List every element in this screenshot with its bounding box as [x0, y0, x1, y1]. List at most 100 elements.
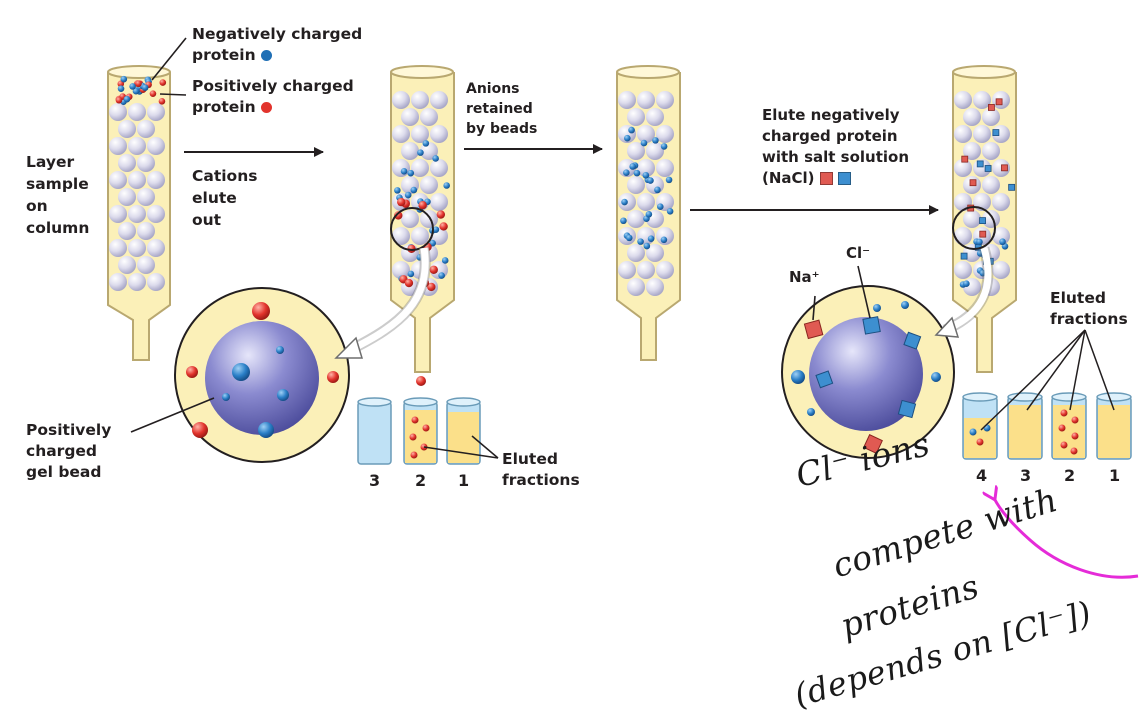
positive-protein [394, 211, 403, 220]
negative-protein [123, 95, 131, 103]
positive-protein [436, 210, 446, 219]
cl-ion-cube [992, 129, 1000, 136]
red-cube-icon [819, 172, 833, 185]
gel-bead [137, 222, 155, 240]
gel-bead [128, 273, 146, 291]
gel-bead [656, 91, 674, 109]
gel-bead [430, 193, 448, 211]
negative-protein [637, 238, 644, 245]
negative-protein [432, 226, 440, 233]
pink-annotation-arrow [994, 498, 1139, 579]
negative-protein [132, 87, 140, 95]
label-positively-charged-protein: Positively charged protein [192, 77, 354, 116]
gel-bead [411, 125, 429, 143]
negative-protein [407, 169, 415, 177]
gel-bead [128, 171, 146, 189]
gel-bead [637, 159, 655, 177]
gel-bead [646, 142, 664, 160]
gel-bead [973, 125, 991, 143]
gel-bead [137, 120, 155, 138]
gel-bead [954, 91, 972, 109]
negative-protein [407, 270, 415, 278]
negative-protein [417, 149, 424, 156]
negative-protein [642, 171, 650, 179]
negative-protein [410, 186, 418, 194]
gel-bead [973, 91, 991, 109]
gel-bead [627, 278, 645, 296]
gel-bead [992, 159, 1010, 177]
gel-bead [627, 244, 645, 262]
gel-bead [109, 171, 127, 189]
gel-bead [954, 227, 972, 245]
cl-ion-cube [976, 160, 984, 168]
negative-protein [656, 203, 664, 211]
gel-bead [420, 142, 438, 160]
negative-protein [432, 155, 439, 162]
negative-protein [624, 134, 631, 142]
gel-bead [118, 256, 136, 274]
negative-protein [645, 211, 653, 218]
gel-bead [637, 125, 655, 143]
gel-bead [411, 91, 429, 109]
label-elute-negatively: Elute negatively charged protein with sa… [762, 106, 910, 187]
gel-bead [137, 256, 155, 274]
negative-protein [633, 169, 641, 177]
negative-protein [394, 187, 401, 194]
gel-bead [128, 205, 146, 223]
gel-bead [118, 222, 136, 240]
fraction-number: 4 [976, 466, 988, 485]
magnify-circle-4 [952, 206, 996, 250]
gel-bead [627, 142, 645, 160]
positive-protein [404, 278, 414, 288]
cl-ion-cube [984, 165, 992, 172]
gel-bead [637, 261, 655, 279]
cl-ion-cube [960, 252, 968, 260]
gel-bead [128, 239, 146, 257]
fraction-tubes-left [357, 397, 499, 465]
negative-protein [654, 186, 661, 194]
negative-protein [438, 272, 445, 279]
gel-bead [420, 176, 438, 194]
gel-bead [982, 108, 1000, 126]
gel-bead [109, 205, 127, 223]
negative-protein [400, 168, 408, 175]
gel-bead [637, 193, 655, 211]
negative-protein [643, 242, 651, 250]
negative-protein [976, 238, 983, 246]
positive-protein [117, 80, 125, 88]
na-ion-cube [1001, 164, 1008, 172]
negative-protein [117, 85, 125, 92]
zoom-arrow-right [945, 247, 992, 333]
fraction-number: 2 [415, 471, 427, 490]
gel-bead [392, 227, 410, 245]
gel-bead [954, 159, 972, 177]
gel-bead [430, 91, 448, 109]
fraction-number: 2 [1064, 466, 1076, 485]
negative-protein [647, 177, 654, 184]
gel-bead [401, 210, 419, 228]
magnified-bead-right [781, 265, 955, 459]
negative-protein [443, 182, 450, 189]
gel-bead [392, 261, 410, 279]
label-na-ion: Na⁺ [789, 268, 820, 286]
negative-protein [628, 126, 635, 134]
column-3 [616, 65, 681, 361]
gel-bead [982, 176, 1000, 194]
negative-protein [625, 234, 633, 242]
magnify-circle-2 [390, 207, 434, 251]
negative-protein [665, 176, 673, 184]
positive-protein [429, 265, 438, 274]
positive-protein [418, 201, 427, 210]
label-eluted-fractions-right: Eluted fractions [1050, 289, 1128, 328]
na-ion-cube [969, 179, 977, 187]
gel-bead [646, 244, 664, 262]
negative-protein [652, 137, 659, 144]
gel-bead [982, 142, 1000, 160]
magnified-bead-left [130, 287, 350, 463]
gel-bead [992, 261, 1010, 279]
gel-bead [147, 137, 165, 155]
na-ion-cube [979, 230, 987, 238]
gel-bead [420, 210, 438, 228]
positive-protein [159, 79, 167, 86]
